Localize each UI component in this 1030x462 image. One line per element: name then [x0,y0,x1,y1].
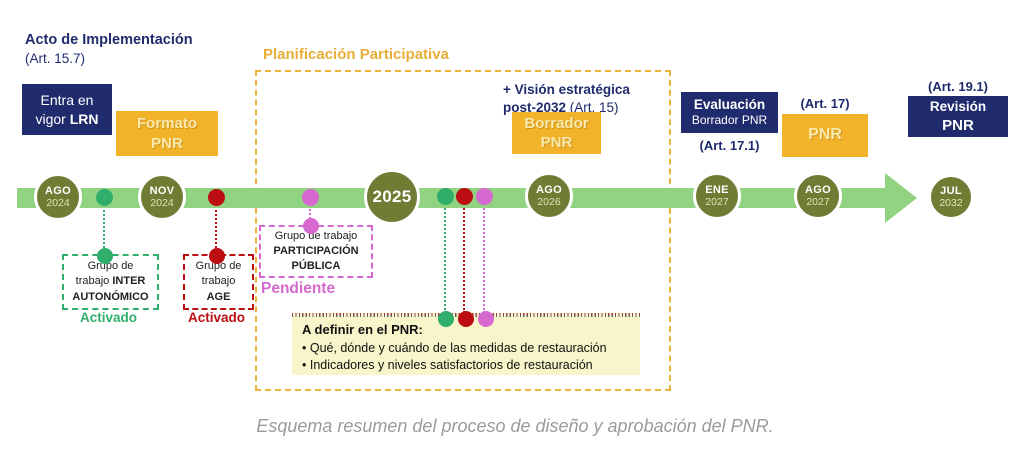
marker-dot-red-age [208,189,225,206]
anchor-dot-green-inter [97,248,113,264]
anchor-dot-green-def [438,311,454,327]
inter-status-activado: Activado [79,310,137,325]
entra-line2: vigor LRN [35,110,99,127]
connector-magenta-publica [309,206,311,222]
borrador-pnr-box: Borrador PNR [512,112,601,154]
revision-pnr-box: Revisión PNR [908,96,1008,137]
a-definir-title: A definir en el PNR: [302,322,423,337]
entra-line1: Entra en [40,92,94,109]
a-definir-bullet-2: • Indicadores y niveles satisfactorios d… [302,358,593,372]
age-status-activado: Activado [187,310,245,325]
marker-dot-green-2025 [437,188,454,205]
pnr-article: (Art. 17) [800,96,850,111]
publica-status-pendiente: Pendiente [261,280,336,297]
planificacion-participativa-title: Planificación Participativa [263,46,449,63]
timeline-arrowhead-icon [885,173,917,223]
pnr-box: PNR [782,114,868,157]
connector-green-2025 [444,205,446,313]
entra-en-vigor-lrn-box: Entra en vigor LRN [22,84,112,135]
grupo-participacion-publica-box: Grupo de trabajo PARTICIPACIÓN PÚBLICA [259,225,373,278]
grupo-inter-autonomico-box: Grupo de trabajo INTER AUTONÓMICO [62,254,159,310]
marker-dot-red-2025 [456,188,473,205]
revision-article: (Art. 19.1) [928,79,988,94]
anchor-dot-red-def [458,311,474,327]
figure-caption: Esquema resumen del proceso de diseño y … [256,416,774,436]
marker-dot-magenta-2025 [476,188,493,205]
formato-pnr-box: Formato PNR [116,111,218,156]
evaluacion-article: (Art. 17.1) [699,138,760,153]
connector-magenta-2025 [483,205,485,313]
marker-dot-magenta-publica [302,189,319,206]
vision-estrategica-note: + Visión estratégica post-2032 (Art. 15) [503,82,630,116]
connector-red-2025 [463,205,465,313]
marker-dot-green-inter [96,189,113,206]
grupo-age-box: Grupo de trabajo AGE [183,254,254,310]
acto-implementacion-article: (Art. 15.7) [25,51,86,66]
milestone-2025: 2025 [364,169,420,225]
anchor-dot-magenta-publica [303,218,319,234]
anchor-dot-red-age [209,248,225,264]
evaluacion-borrador-box: Evaluación Borrador PNR [681,92,778,133]
acto-implementacion-title: Acto de Implementación [25,32,193,48]
planificacion-participativa-box [255,70,671,391]
connector-green-inter [103,206,105,252]
anchor-dot-magenta-def [478,311,494,327]
connector-red-age [215,206,217,252]
a-definir-bullet-1: • Qué, dónde y cuándo de las medidas de … [302,341,607,355]
